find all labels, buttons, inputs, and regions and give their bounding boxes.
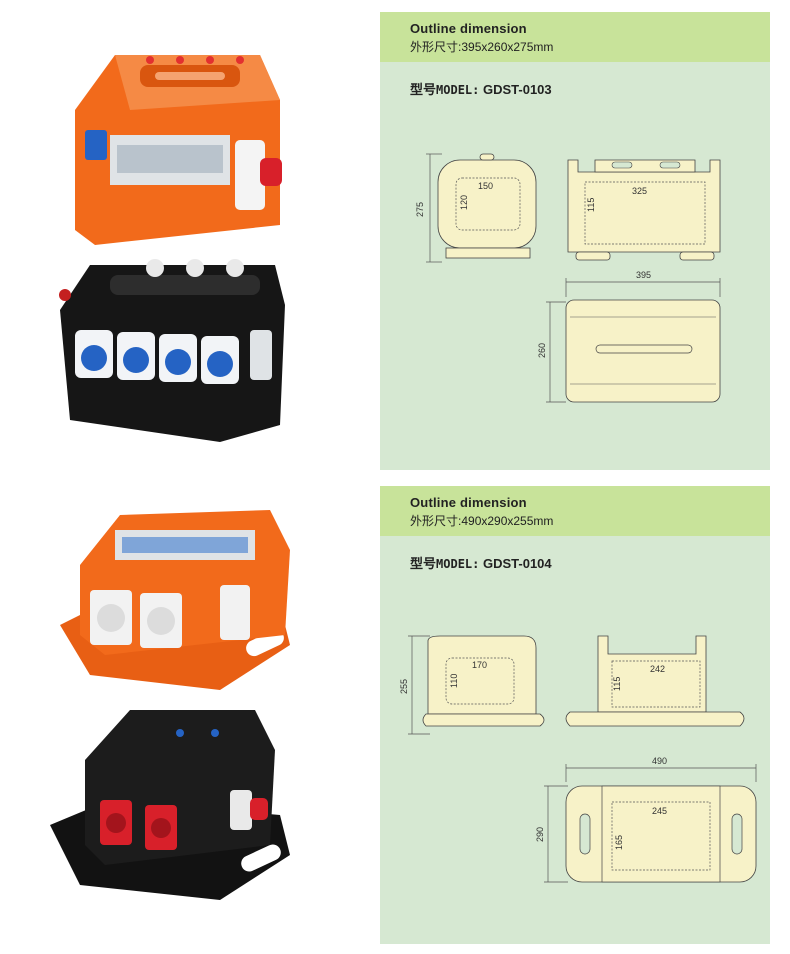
- front-view: 325 115: [567, 159, 721, 261]
- product-photo-orange-0103: [55, 40, 295, 250]
- dim-side-height: 255: [399, 679, 409, 694]
- side-view: 275 150 120: [415, 153, 537, 263]
- technical-drawing-0104: 255 170 110 242 115 490 290: [399, 635, 757, 883]
- dim-front-inner-w: 242: [650, 664, 665, 674]
- dim-side-inner-w: 150: [478, 181, 493, 191]
- dim-top-inner-w: 245: [652, 806, 667, 816]
- product-photo-orange-0104: [60, 505, 300, 695]
- dim-top-height: 260: [537, 343, 547, 358]
- dim-top-width: 490: [652, 756, 667, 766]
- top-view: 395 260: [537, 270, 721, 403]
- dim-side-inner-h: 110: [449, 674, 459, 688]
- model-number: 型号MODEL: GDST-0103: [410, 82, 552, 97]
- dim-top-width: 395: [636, 270, 651, 280]
- dim-front-inner-w: 325: [632, 186, 647, 196]
- product-photo-black-0103: [45, 250, 295, 450]
- side-view: 255 170 110: [399, 635, 545, 735]
- dim-front-inner-h: 115: [586, 198, 596, 212]
- front-view: 242 115: [565, 635, 745, 727]
- overall-dimensions: 外形尺寸:395x260x275mm: [410, 40, 554, 54]
- top-view: 490 290 245 165: [535, 756, 757, 883]
- dimension-panel-0104: Outline dimension 外形尺寸:490x290x255mm 型号M…: [380, 486, 770, 944]
- panel-header: Outline dimension 外形尺寸:395x260x275mm: [380, 12, 770, 62]
- panel-header: Outline dimension 外形尺寸:490x290x255mm: [380, 486, 770, 536]
- dimension-panel-0103: Outline dimension 外形尺寸:395x260x275mm 型号M…: [380, 12, 770, 470]
- outline-title: Outline dimension: [410, 21, 527, 36]
- overall-dimensions: 外形尺寸:490x290x255mm: [410, 514, 554, 528]
- model-number: 型号MODEL: GDST-0104: [410, 556, 552, 571]
- technical-drawing-0103: 275 150 120 325 115 395: [415, 153, 721, 403]
- dim-side-inner-w: 170: [472, 660, 487, 670]
- outline-title: Outline dimension: [410, 495, 527, 510]
- dim-front-inner-h: 115: [612, 677, 622, 691]
- dim-top-height: 290: [535, 827, 545, 842]
- dim-top-inner-h: 165: [614, 835, 624, 850]
- product-photo-black-0104: [50, 705, 295, 905]
- dim-side-height: 275: [415, 202, 425, 217]
- dim-side-inner-h: 120: [459, 195, 469, 210]
